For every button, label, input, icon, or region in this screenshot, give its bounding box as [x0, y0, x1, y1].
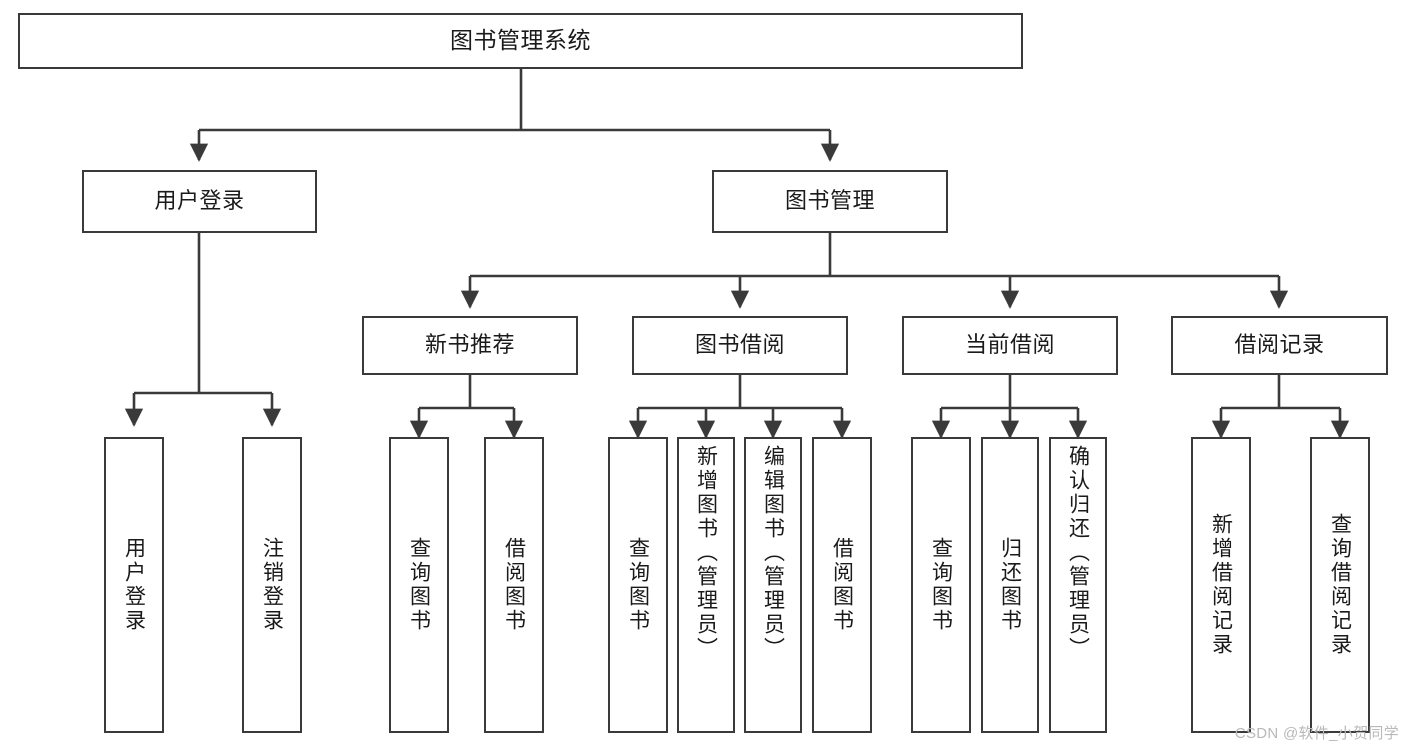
leaf-user-login-logout[interactable]: 注销登录 [242, 437, 302, 733]
node-user-login[interactable]: 用户登录 [82, 170, 317, 233]
node-label: 当前借阅 [964, 332, 1055, 358]
node-label: 编辑图书（管理员） [761, 445, 785, 661]
leaf-recommend-borrow-book[interactable]: 借阅图书 [484, 437, 544, 733]
leaf-borrow-edit-book-admin[interactable]: 编辑图书（管理员） [744, 437, 802, 733]
node-current-borrow[interactable]: 当前借阅 [902, 316, 1118, 375]
leaf-borrow-add-book-admin[interactable]: 新增图书（管理员） [677, 437, 735, 733]
leaf-current-query-book[interactable]: 查询图书 [911, 437, 971, 733]
leaf-borrow-query-book[interactable]: 查询图书 [608, 437, 668, 733]
node-label: 借阅记录 [1234, 332, 1325, 358]
node-label: 确认归还（管理员） [1066, 445, 1090, 661]
node-label: 归还图书 [998, 537, 1022, 633]
node-borrow-record[interactable]: 借阅记录 [1171, 316, 1388, 375]
node-label: 新书推荐 [424, 332, 515, 358]
node-label: 新增图书（管理员） [694, 445, 718, 661]
watermark-text: CSDN @软件_小贺同学 [1234, 725, 1399, 742]
node-label: 用户登录 [122, 537, 146, 633]
node-new-book-recommend[interactable]: 新书推荐 [362, 316, 578, 375]
node-label: 借阅图书 [502, 537, 526, 633]
leaf-current-confirm-return-admin[interactable]: 确认归还（管理员） [1049, 437, 1107, 733]
node-label: 图书管理系统 [450, 27, 591, 54]
node-label: 用户登录 [154, 188, 245, 214]
node-label: 注销登录 [260, 537, 284, 633]
node-book-management[interactable]: 图书管理 [712, 170, 948, 233]
node-root-system[interactable]: 图书管理系统 [18, 13, 1023, 69]
leaf-current-return-book[interactable]: 归还图书 [981, 437, 1039, 733]
node-label: 查询图书 [626, 537, 650, 633]
node-label: 查询图书 [929, 537, 953, 633]
node-label: 新增借阅记录 [1209, 513, 1233, 657]
leaf-recommend-query-book[interactable]: 查询图书 [389, 437, 449, 733]
leaf-user-login-login[interactable]: 用户登录 [104, 437, 164, 733]
leaf-record-add-record[interactable]: 新增借阅记录 [1191, 437, 1251, 733]
leaf-record-query-record[interactable]: 查询借阅记录 [1310, 437, 1370, 733]
node-label: 图书管理 [784, 188, 875, 214]
node-label: 借阅图书 [830, 537, 854, 633]
leaf-borrow-borrow-book[interactable]: 借阅图书 [812, 437, 872, 733]
node-label: 查询借阅记录 [1328, 513, 1352, 657]
node-label: 查询图书 [407, 537, 431, 633]
node-label: 图书借阅 [694, 332, 785, 358]
node-book-borrow[interactable]: 图书借阅 [632, 316, 848, 375]
